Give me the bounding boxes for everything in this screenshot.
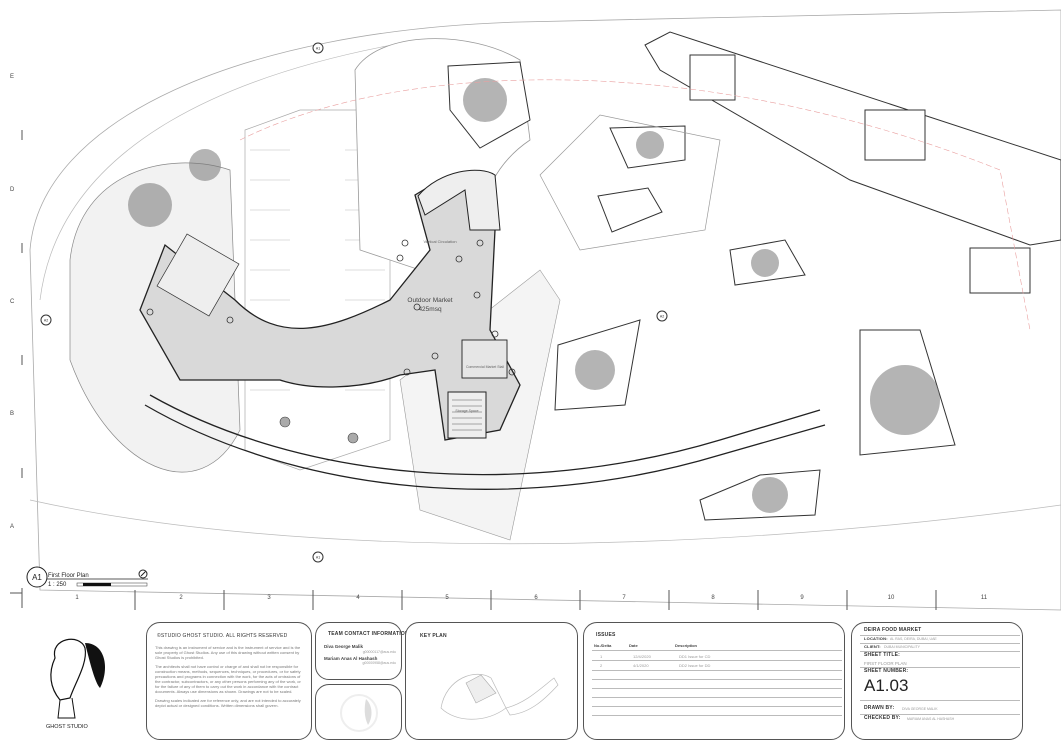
svg-text:C: C bbox=[10, 299, 15, 305]
svg-text:A2: A2 bbox=[660, 315, 664, 319]
title-block: DEIRA FOOD MARKET LOCATION: AL RAS, DEIR… bbox=[851, 622, 1023, 740]
space-name-label: Outdoor Market bbox=[407, 297, 452, 304]
view-title: A1 First Floor Plan 1 : 250 bbox=[26, 566, 148, 588]
vertical-circulation-label: Vertical Circulation bbox=[423, 239, 456, 244]
commercial-label: Commercial Market Stall bbox=[466, 365, 504, 369]
checked-by-value: MARIAM ANAS AL HASHASH bbox=[907, 717, 955, 721]
issues-col-header: Date bbox=[629, 643, 638, 648]
sheet-title-label: SHEET TITLE: bbox=[864, 652, 901, 658]
copyright-panel: ©STUDIO GHOST STUDIO. ALL RIGHTS RESERVE… bbox=[146, 622, 312, 740]
drawn-by-label: DRAWN BY: bbox=[864, 705, 895, 711]
studio-logo: GHOST STUDIO bbox=[30, 628, 120, 738]
site-boundary bbox=[29, 9, 1061, 611]
scale-paragraph: Drawing scales indicated are for referen… bbox=[155, 698, 301, 708]
svg-text:9: 9 bbox=[800, 595, 804, 601]
sheet-number: A1.03 bbox=[864, 676, 909, 695]
project-name: DEIRA FOOD MARKET bbox=[864, 627, 922, 633]
grid-row-labels: E D C B A bbox=[10, 74, 15, 530]
tree-clusters bbox=[128, 78, 940, 513]
location-label: LOCATION: bbox=[864, 636, 888, 641]
ghost-logo-icon bbox=[50, 638, 105, 719]
structural-columns bbox=[146, 239, 516, 376]
vertical-circulation-core bbox=[417, 169, 501, 231]
stair-core bbox=[447, 391, 487, 439]
svg-text:D: D bbox=[10, 187, 15, 193]
stair-left bbox=[156, 233, 240, 317]
diamond-plaza bbox=[539, 114, 721, 251]
team-member-email[interactable]: g00000958@aus.edu bbox=[362, 661, 396, 665]
scale-bar bbox=[76, 582, 148, 587]
team-member-name: Diva George Malik bbox=[324, 644, 364, 649]
svg-text:10: 10 bbox=[888, 595, 895, 601]
commercial-stall bbox=[461, 339, 508, 379]
issues-col-header: No./Delta bbox=[594, 643, 612, 648]
copyright-paragraph: This drawing is an instrument of service… bbox=[155, 645, 301, 660]
svg-text:1: 1 bbox=[75, 595, 79, 601]
studio-name: GHOST STUDIO bbox=[46, 724, 88, 730]
issues-col-header: Description bbox=[675, 643, 698, 648]
storage-label: Storage Space bbox=[455, 409, 478, 413]
location-value: AL RAS, DEIRA, DUBAI, UAE bbox=[890, 637, 937, 641]
site-curve-outer bbox=[39, 39, 421, 301]
svg-text:7: 7 bbox=[622, 595, 626, 601]
sheet-number-label: SHEET NUMBER: bbox=[864, 668, 909, 674]
checked-by-label: CHECKED BY: bbox=[864, 715, 901, 721]
floor-plan-drawing: Vertical Circulation Outdoor Market 425m… bbox=[10, 9, 1061, 611]
issues-panel: ISSUES No./Delta Date Description 1 12/4… bbox=[583, 622, 845, 740]
curved-walkway bbox=[149, 394, 821, 476]
client-label: CLIENT: bbox=[864, 644, 881, 649]
svg-text:8: 8 bbox=[711, 595, 715, 601]
space-area-label: 425msq bbox=[418, 306, 442, 313]
svg-text:4: 4 bbox=[356, 595, 360, 601]
svg-text:6: 6 bbox=[534, 595, 538, 601]
svg-text:A1: A1 bbox=[316, 47, 320, 51]
key-plan-panel: KEY PLAN bbox=[405, 622, 578, 740]
team-member-name: Mariam Anas Al Hashash bbox=[324, 655, 378, 661]
view-ref: A1 bbox=[32, 573, 42, 582]
view-scale: 1 : 250 bbox=[48, 582, 67, 588]
red-boundary bbox=[239, 79, 1031, 331]
issues-heading: ISSUES bbox=[596, 632, 616, 638]
watermark-panel bbox=[315, 684, 402, 740]
svg-text:3: 3 bbox=[267, 595, 271, 601]
drawn-by-value: DIVA GEORGE MALIK bbox=[902, 707, 938, 711]
sheet-title-value: FIRST FLOOR PLAN bbox=[864, 661, 907, 666]
grid-column-labels: 1 2 3 4 5 6 7 8 9 10 11 bbox=[75, 595, 987, 601]
svg-text:A2: A2 bbox=[44, 319, 48, 323]
svg-text:A1: A1 bbox=[316, 556, 320, 560]
team-contact-panel: TEAM CONTACT INFORMATION Diva George Mal… bbox=[315, 622, 409, 680]
key-plan-heading: KEY PLAN bbox=[420, 633, 447, 639]
existing-buildings bbox=[644, 31, 1061, 294]
team-heading: TEAM CONTACT INFORMATION bbox=[328, 631, 409, 637]
view-name: First Floor Plan bbox=[48, 573, 89, 579]
client-value: DUBAI MUNICIPALITY bbox=[884, 645, 920, 649]
team-member-email[interactable]: g00000117@aus.edu bbox=[362, 649, 396, 654]
svg-text:E: E bbox=[10, 74, 14, 80]
svg-text:B: B bbox=[10, 411, 14, 417]
svg-text:11: 11 bbox=[981, 595, 988, 601]
svg-text:A: A bbox=[10, 524, 14, 530]
road-edge bbox=[29, 499, 1061, 545]
ghost-watermark-icon bbox=[340, 694, 378, 732]
section-markers: A1 A1 A2 A2 bbox=[40, 42, 668, 563]
liability-paragraph: The architects shall not have control or… bbox=[155, 664, 301, 694]
copyright-heading: ©STUDIO GHOST STUDIO. ALL RIGHTS RESERVE… bbox=[157, 633, 288, 639]
key-plan-drawing bbox=[440, 673, 559, 720]
svg-text:2: 2 bbox=[179, 595, 183, 601]
svg-text:5: 5 bbox=[445, 595, 449, 601]
